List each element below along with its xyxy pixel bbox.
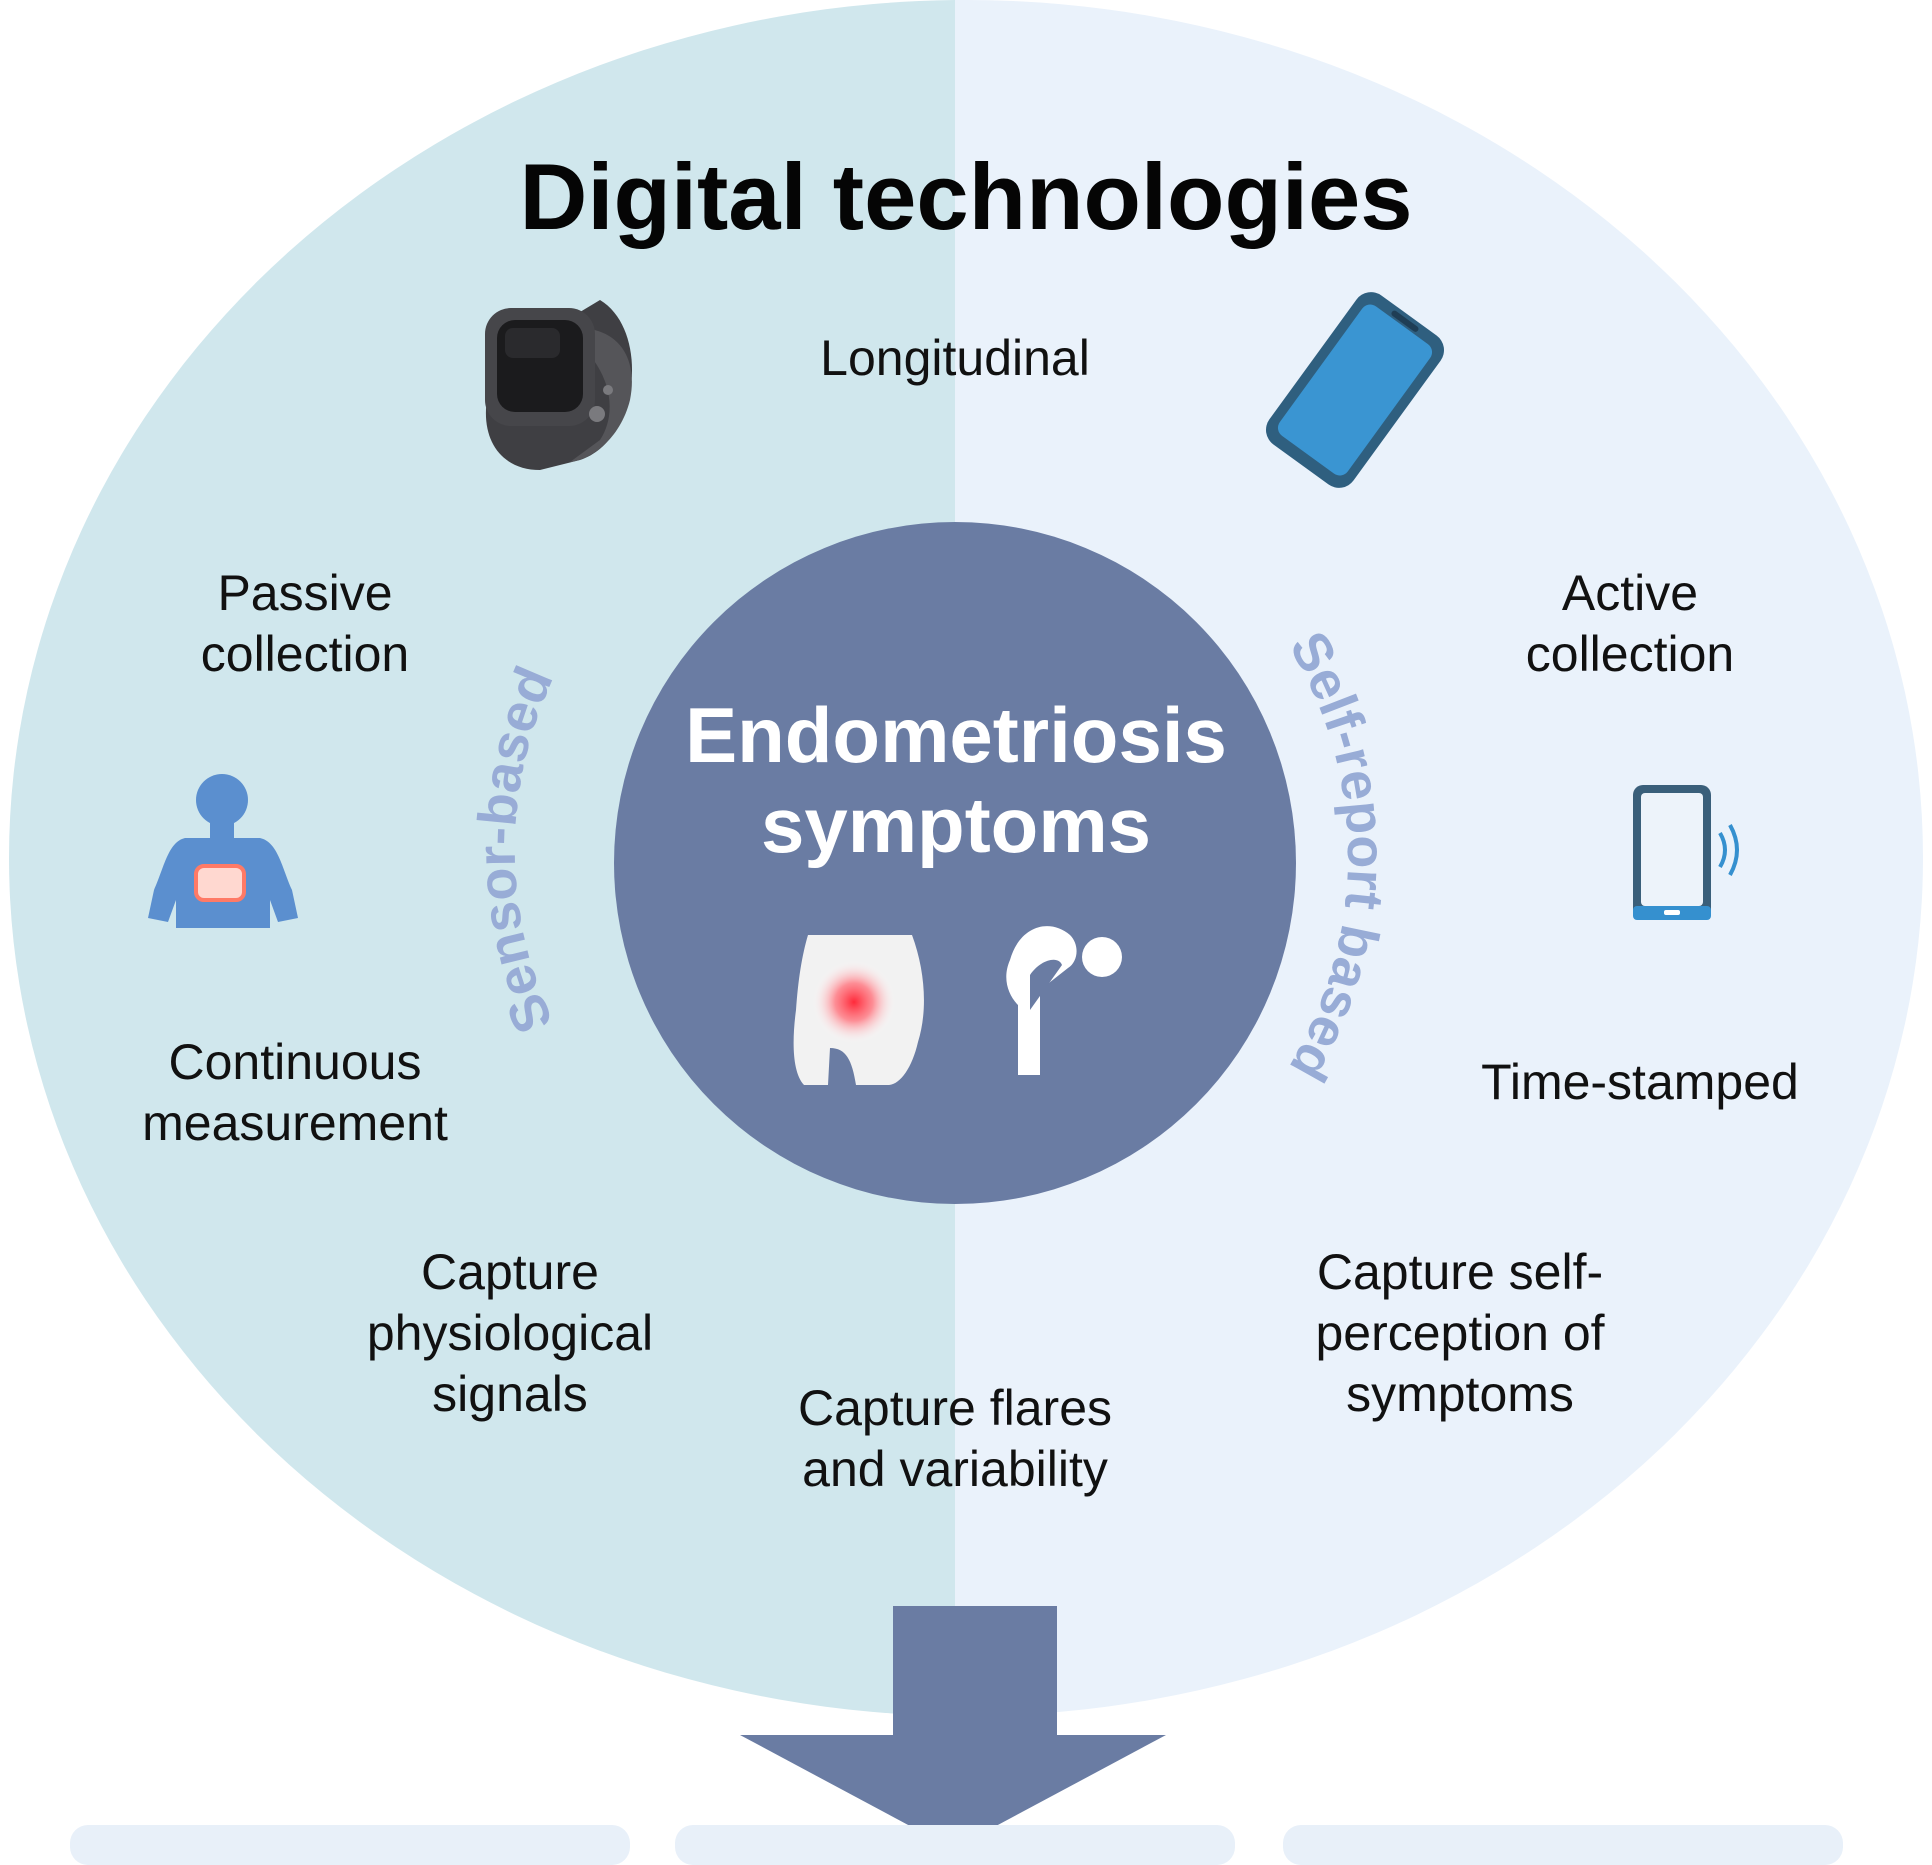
label-flares-variability: Capture flares and variability	[797, 1380, 1113, 1497]
bottom-box-3	[1283, 1825, 1843, 1865]
body-sensor-icon	[148, 774, 298, 928]
label-continuous-measurement: Continuous measurement	[142, 1034, 448, 1151]
label-time-stamped: Time-stamped	[1481, 1054, 1799, 1110]
bottom-box-2	[675, 1825, 1235, 1865]
down-arrow-icon	[740, 1606, 1166, 1849]
big-circle-right	[955, 0, 1923, 1716]
label-active-collection: Active collection	[1525, 565, 1735, 682]
bending-person-pain-icon	[1006, 926, 1122, 1075]
center-circle	[614, 522, 1296, 1204]
big-circle-left	[9, 0, 955, 1716]
label-passive-collection: Passive collection	[200, 565, 410, 682]
label-longitudinal: Longitudinal	[820, 330, 1090, 386]
page-title: Digital technologies	[519, 144, 1413, 249]
label-physiological-signals: Capture physiological signals	[366, 1244, 654, 1422]
label-self-perception: Capture self- perception of symptoms	[1315, 1244, 1605, 1422]
bottom-box-1	[70, 1825, 630, 1865]
smartwatch-icon	[485, 300, 633, 470]
center-title: Endometriosis symptoms	[685, 691, 1227, 869]
smartphone-icon	[1265, 292, 1445, 488]
phone-notification-icon	[1633, 785, 1739, 920]
abdominal-pain-icon	[793, 935, 924, 1085]
